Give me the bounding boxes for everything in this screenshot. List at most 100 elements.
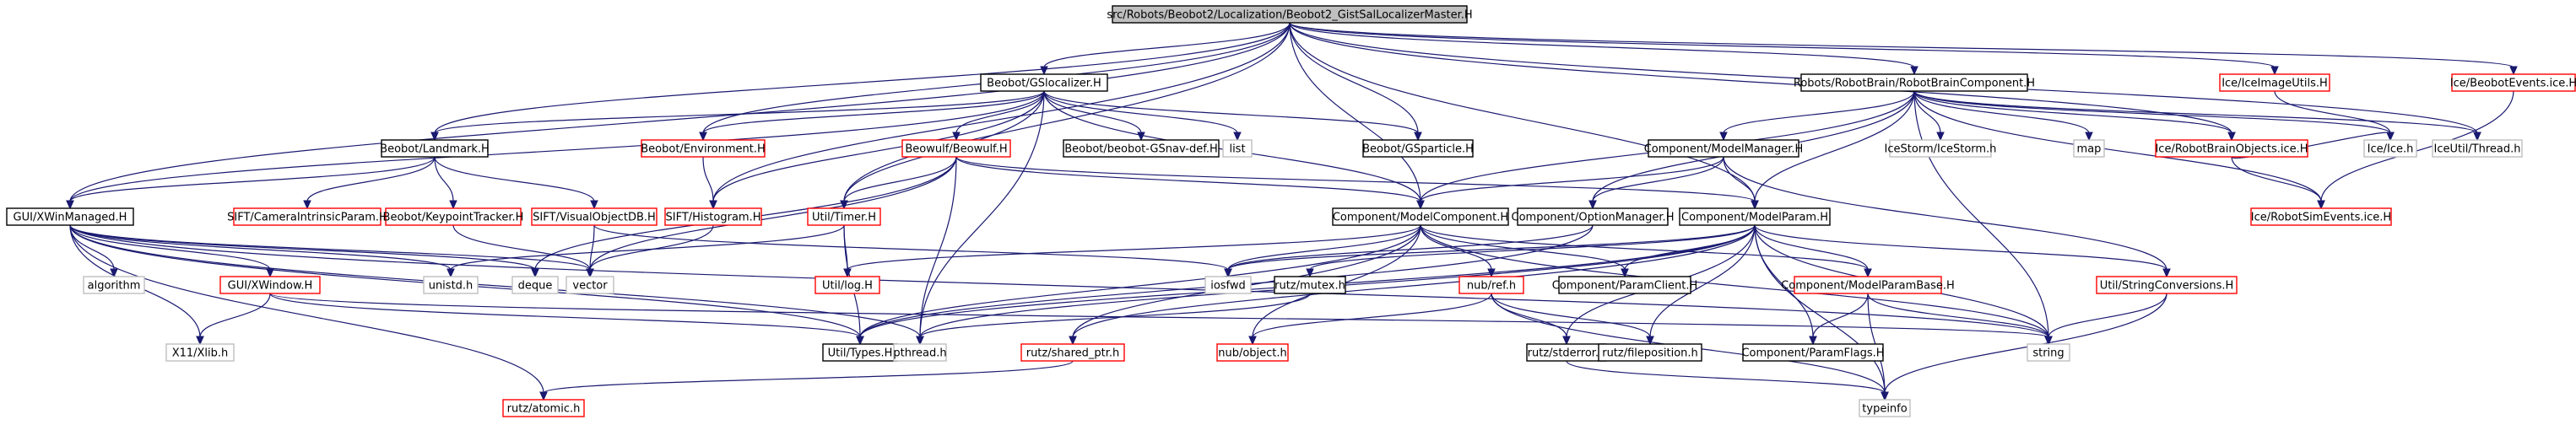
node-list[interactable]: list — [1222, 139, 1253, 158]
node-timer[interactable]: Util/Timer.H — [807, 207, 881, 226]
node-modelparam[interactable]: Component/ModelParam.H — [1679, 207, 1831, 226]
node-iosfwd[interactable]: iosfwd — [1204, 276, 1252, 294]
node-nubref[interactable]: nub/ref.h — [1458, 276, 1524, 294]
edge-modelparam-to-sharedptr — [1069, 224, 1756, 346]
node-gslocalizer[interactable]: Beobot/GSlocalizer.H — [980, 73, 1108, 92]
edge-line — [712, 22, 1291, 202]
node-label: Component/ModelManager.H — [1644, 143, 1804, 156]
edge-line — [1420, 224, 1492, 271]
node-atomic[interactable]: rutz/atomic.h — [502, 399, 585, 417]
node-pthread[interactable]: pthread.h — [893, 343, 947, 362]
node-algorithm[interactable]: algorithm — [83, 276, 145, 294]
edge-line — [1420, 156, 1724, 202]
node-modelcomponent[interactable]: Component/ModelComponent.H — [1332, 207, 1509, 226]
node-xwinmanaged[interactable]: GUI/XWinManaged.H — [6, 207, 134, 226]
node-box — [1216, 343, 1289, 362]
node-label: Component/ParamFlags.H — [1741, 347, 1884, 360]
node-stderror[interactable]: rutz/stderror.h — [1526, 343, 1607, 362]
node-robotsimevents[interactable]: Ice/RobotSimEvents.ice.H — [2250, 207, 2392, 226]
edge-line — [306, 156, 436, 202]
node-root[interactable]: src/Robots/Beobot2/Localization/Beobot2_… — [1107, 5, 1473, 24]
node-iceh[interactable]: Ice/Ice.h — [2363, 139, 2417, 158]
node-optionmanager[interactable]: Component/OptionManager.H — [1512, 207, 1675, 226]
node-typeinfo[interactable]: typeinfo — [1859, 399, 1911, 417]
node-label: SIFT/VisualObjectDB.H — [533, 212, 656, 224]
node-unistd[interactable]: unistd.h — [423, 276, 479, 294]
node-stringconv[interactable]: Util/StringConversions.H — [2096, 276, 2238, 294]
node-label: typeinfo — [1862, 403, 1907, 416]
node-environment[interactable]: Beobot/Environment.H — [641, 139, 766, 158]
node-box — [814, 276, 880, 294]
node-label: pthread.h — [893, 347, 946, 360]
edge-modelparam-to-modelparambase — [1754, 224, 1872, 278]
node-robotbrainobjects[interactable]: Ice/RobotBrainObjects.ice.H — [2155, 139, 2308, 158]
node-box — [1112, 5, 1468, 24]
node-box — [641, 139, 766, 158]
node-gsnavdef[interactable]: Beobot/beobot-GSnav-def.H — [1063, 139, 1220, 158]
node-fileposition[interactable]: rutz/fileposition.h — [1598, 343, 1702, 362]
node-vector[interactable]: vector — [566, 276, 614, 294]
node-x11xlib[interactable]: X11/Xlib.h — [165, 343, 235, 362]
edge-line — [1227, 224, 1594, 271]
node-histogram[interactable]: SIFT/Histogram.H — [664, 207, 762, 226]
node-sharedptr[interactable]: rutz/shared_ptr.h — [1020, 343, 1125, 362]
edge-arrowhead — [303, 200, 311, 210]
node-visualobjectdb[interactable]: SIFT/VisualObjectDB.H — [531, 207, 658, 226]
node-cameraintrinsic[interactable]: SIFT/CameraIntrinsicParam.H — [227, 207, 387, 226]
node-types[interactable]: Util/Types.H — [822, 343, 898, 362]
edge-line — [1072, 224, 1756, 338]
node-label: Component/OptionManager.H — [1512, 212, 1675, 224]
node-box — [807, 207, 881, 226]
node-xwindow[interactable]: GUI/XWindow.H — [219, 276, 321, 294]
node-beobotevents[interactable]: Ice/BeobotEvents.ice.H — [2450, 73, 2576, 92]
edge-arrowhead — [539, 391, 548, 401]
edge-arrowhead — [1881, 391, 1889, 401]
node-keypointtracker[interactable]: Beobot/KeypointTracker.H — [383, 207, 524, 226]
edge-line — [1043, 90, 1419, 134]
node-nubobject[interactable]: nub/object.h — [1216, 343, 1289, 362]
node-string[interactable]: string — [2027, 343, 2070, 362]
edge-xwindow-to-x11xlib — [196, 293, 271, 346]
node-box — [1859, 399, 1911, 417]
edge-line — [1723, 156, 2167, 271]
node-paramflags[interactable]: Component/ParamFlags.H — [1741, 343, 1885, 362]
edge-line — [1252, 293, 1492, 338]
edge-arrowhead — [2270, 66, 2279, 76]
node-label: rutz/shared_ptr.h — [1026, 347, 1120, 360]
edge-line — [2048, 293, 2167, 338]
edge-line — [434, 90, 1045, 134]
node-box — [980, 73, 1108, 92]
node-box — [165, 343, 235, 362]
edge-line — [450, 224, 845, 271]
edge-arrowhead — [1751, 200, 1759, 210]
edge-line — [434, 156, 595, 202]
node-label: map — [2077, 143, 2102, 156]
node-deque[interactable]: deque — [511, 276, 559, 294]
edge-line — [1043, 22, 1291, 68]
node-iceutilthread[interactable]: IceUtil/Thread.h — [2432, 139, 2523, 158]
edge-line — [1913, 90, 2322, 202]
node-map[interactable]: map — [2073, 139, 2105, 158]
node-landmark[interactable]: Beobot/Landmark.H — [380, 139, 490, 158]
edge-line — [1289, 22, 2276, 68]
node-box — [2451, 73, 2576, 92]
node-mutex[interactable]: rutz/mutex.h — [1274, 276, 1346, 294]
node-paramclient[interactable]: Component/ParamClient.H — [1552, 276, 1698, 294]
node-gsparticle[interactable]: Beobot/GSparticle.H — [1362, 139, 1474, 158]
node-modelmanager[interactable]: Component/ModelManager.H — [1644, 139, 1804, 158]
edge-arrowhead — [1646, 336, 1654, 346]
edge-line — [269, 293, 861, 338]
node-box — [2432, 139, 2523, 158]
edge-arrowhead — [2085, 132, 2093, 142]
edge-arrowhead — [856, 336, 864, 346]
edge-line — [1289, 22, 1915, 68]
node-modelparambase[interactable]: Component/ModelParamBase.H — [1781, 276, 1955, 294]
node-iceimageutils[interactable]: Ice/IceImageUtils.H — [2219, 73, 2330, 92]
node-beowulf[interactable]: Beowulf/Beowulf.H — [901, 139, 1011, 158]
edge-line — [843, 22, 1291, 202]
edge-arrowhead — [2317, 200, 2325, 210]
node-icestorm[interactable]: IceStorm/IceStorm.h — [1885, 139, 1997, 158]
node-box — [233, 207, 382, 226]
node-robotbraincomp[interactable]: Robots/RobotBrain/RobotBrainComponent.H — [1794, 73, 2035, 92]
node-logh[interactable]: Util/log.H — [814, 276, 880, 294]
